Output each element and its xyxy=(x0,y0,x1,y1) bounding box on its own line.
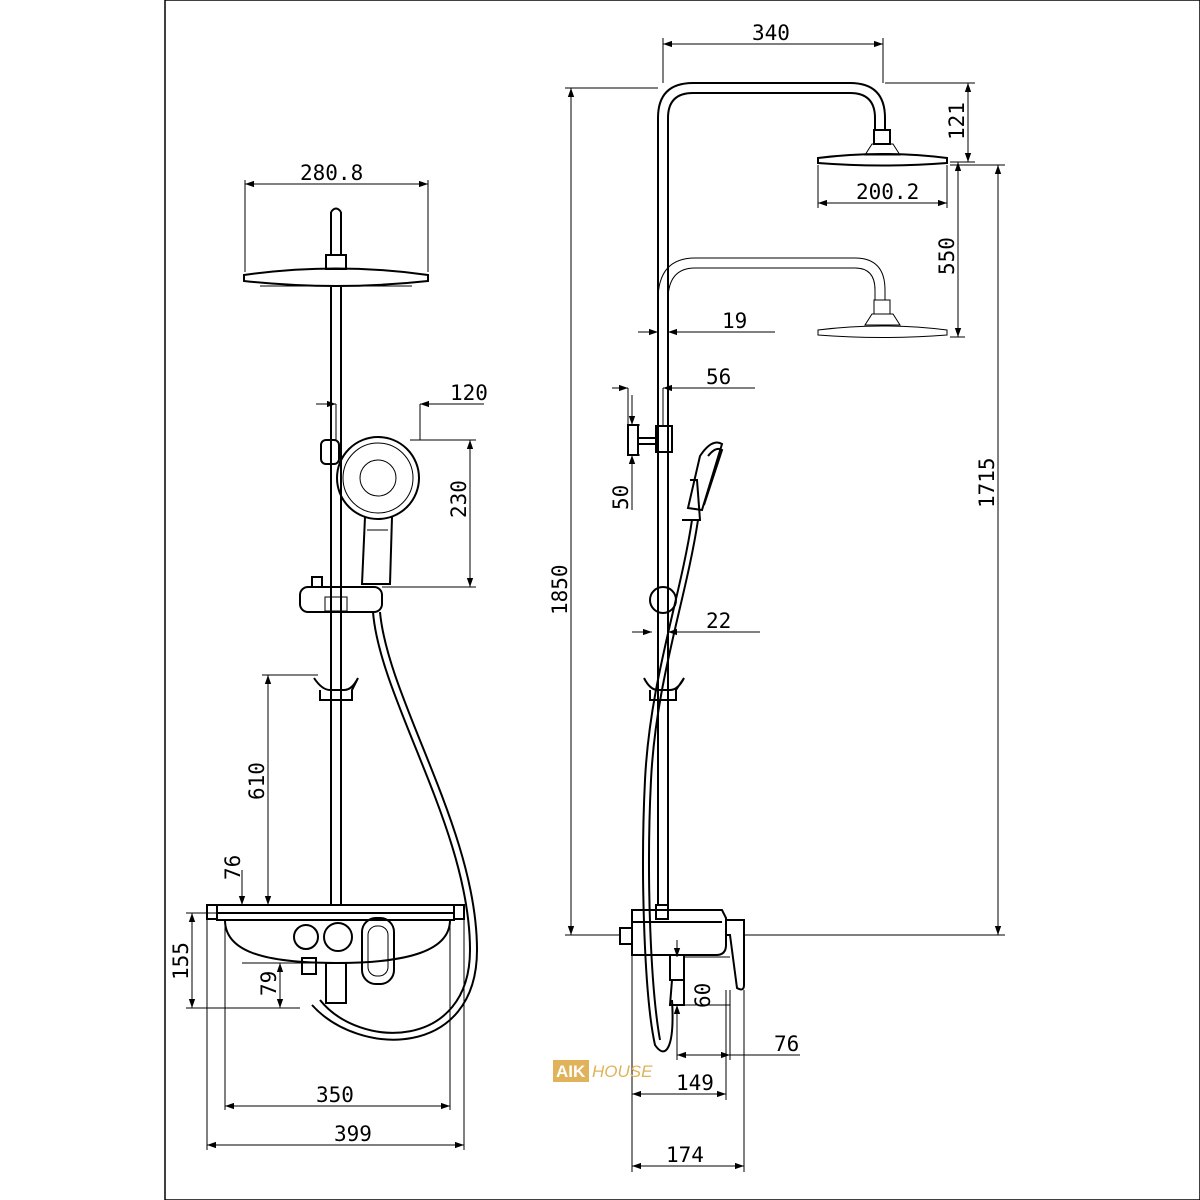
side-mixer-body xyxy=(619,904,745,1006)
side-hand-shower xyxy=(682,441,724,521)
front-view xyxy=(206,207,479,1041)
dim-pipe-diameter: 19 xyxy=(722,309,747,333)
front-rain-head xyxy=(243,207,429,287)
dim-head-drop: 121 xyxy=(945,102,969,140)
svg-text:HOUSE: HOUSE xyxy=(592,1062,653,1081)
dim-body-depth: 149 xyxy=(676,1071,714,1095)
dim-outlet-drop: 60 xyxy=(691,983,715,1008)
side-upper-head xyxy=(817,129,948,167)
dim-overall-depth: 174 xyxy=(666,1143,704,1167)
dim-mixer-height: 155 xyxy=(169,942,193,980)
dim-arm-reach: 340 xyxy=(752,21,790,45)
front-slide-rail xyxy=(330,287,342,905)
dim-spout-projection: 76 xyxy=(774,1032,799,1056)
watermark-logo: AIK HOUSE xyxy=(553,1060,653,1082)
dim-head-height: 1715 xyxy=(975,457,999,508)
front-hose xyxy=(319,611,472,1034)
dim-wall-bracket-height: 50 xyxy=(609,485,633,510)
svg-text:AIK: AIK xyxy=(556,1062,586,1081)
front-lower-hook xyxy=(313,677,359,701)
dim-head-adjust-range: 550 xyxy=(935,237,959,275)
side-lower-arm xyxy=(657,257,886,301)
dim-head-diameter: 200.2 xyxy=(856,180,919,204)
side-lower-head xyxy=(817,299,948,338)
side-hose xyxy=(642,519,693,1053)
drawing-border xyxy=(164,0,1200,1200)
front-hand-shower xyxy=(320,436,420,585)
dim-hand-shower-offset: 120 xyxy=(450,381,488,405)
dim-outlet-height: 79 xyxy=(257,971,281,996)
dim-total-width: 399 xyxy=(334,1122,372,1146)
front-dimensions: 280.8 120 230 610 76 155 79 350 399 xyxy=(169,161,488,1150)
side-slider-ball xyxy=(649,586,677,614)
side-dimensions: 340 121 200.2 550 19 56 50 22 xyxy=(548,21,1005,1172)
dim-rain-head-width: 280.8 xyxy=(300,161,363,185)
dim-hose-offset: 22 xyxy=(706,609,731,633)
side-wall-bracket xyxy=(627,424,673,456)
dim-shelf-to-bracket: 76 xyxy=(221,855,245,880)
front-mixer-shelf xyxy=(206,904,465,1004)
dim-total-height: 1850 xyxy=(548,564,572,615)
dim-rail-length: 610 xyxy=(245,762,269,800)
dim-shelf-width: 350 xyxy=(316,1083,354,1107)
side-view xyxy=(619,82,948,1053)
front-slider xyxy=(299,576,383,613)
side-upper-arm xyxy=(657,82,886,905)
dim-wall-bracket-offset: 56 xyxy=(706,365,731,389)
side-lower-hook xyxy=(643,677,685,701)
dim-hand-shower-height: 230 xyxy=(447,480,471,518)
